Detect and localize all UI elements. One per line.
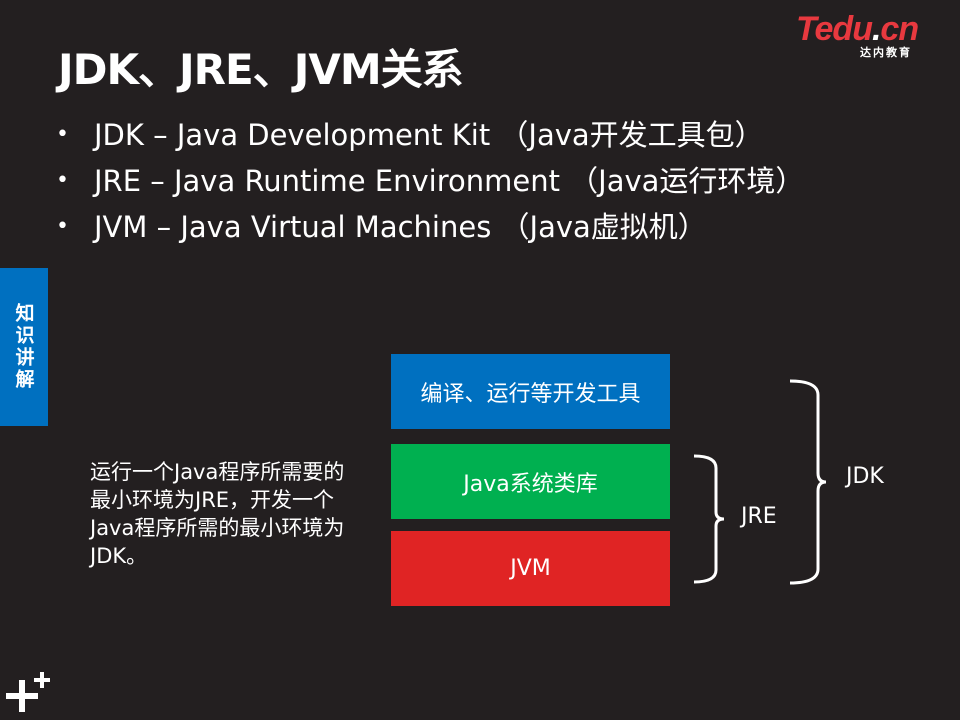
side-tab-label: 知识讲解 <box>12 303 35 391</box>
logo-wordmark: Tedu.cn <box>796 10 919 48</box>
bullet-item-jvm: • JVM – Java Virtual Machines （Java虚拟机） <box>56 204 804 250</box>
bullet-dot: • <box>56 122 69 147</box>
bullet-item-jdk: • JDK – Java Development Kit （Java开发工具包） <box>56 112 804 158</box>
logo-subtitle: 达内教育 <box>860 46 912 59</box>
jre-label: JRE <box>741 504 777 529</box>
plus-decoration-icon <box>6 672 50 712</box>
bullet-item-jre: • JRE – Java Runtime Environment （Java运行环… <box>56 158 804 204</box>
box-jvm: JVM <box>391 531 670 606</box>
description-text: 运行一个Java程序所需要的最小环境为JRE，开发一个Java程序所需的最小环境… <box>90 460 345 568</box>
tedu-logo: Tedu.cn 达内教育 <box>796 10 936 59</box>
box-dev-tools: 编译、运行等开发工具 <box>391 354 670 429</box>
bullet-dot: • <box>56 214 69 239</box>
jre-brace <box>693 454 725 584</box>
bullet-dot: • <box>56 168 69 193</box>
jdk-brace <box>789 379 827 585</box>
bullet-list: •JDK – Java Development Kit （Java开发工具包） … <box>56 112 804 250</box>
bullet-text: JVM – Java Virtual Machines （Java虚拟机） <box>94 210 707 244</box>
box-java-class-library: Java系统类库 <box>391 444 670 519</box>
side-tab-knowledge: 知识讲解 <box>0 268 48 426</box>
slide-title: JDK、JRE、JVM关系 <box>58 45 464 94</box>
bullet-text: JDK – Java Development Kit （Java开发工具包） <box>94 118 764 152</box>
jdk-label: JDK <box>846 464 884 489</box>
bullet-text: JRE – Java Runtime Environment （Java运行环境… <box>94 164 805 198</box>
